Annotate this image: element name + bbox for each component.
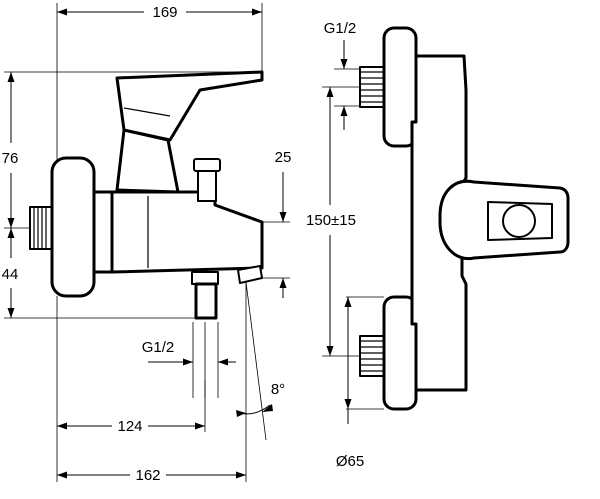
- dim-label-g12-front: G1/2: [324, 20, 357, 37]
- dim-label-76: 76: [2, 150, 19, 167]
- dimension-thread-side: G1/2: [142, 322, 236, 398]
- upper-inlet: [359, 26, 418, 148]
- dimension-spout-reach: 124: [56, 296, 206, 482]
- dim-label-g12-side: G1/2: [142, 339, 175, 356]
- dimension-spout-drop: 25: [262, 149, 291, 298]
- mixer-body: [92, 190, 264, 274]
- shower-outlet: [191, 271, 219, 320]
- dim-label-8deg: 8°: [271, 381, 285, 398]
- dim-label-169: 169: [152, 4, 177, 21]
- dim-label-162: 162: [135, 467, 160, 484]
- dimension-rosette-diameter: Ø65: [336, 296, 384, 470]
- front-lever: [438, 179, 570, 261]
- dimension-heights: 76 44: [0, 71, 262, 319]
- lower-inlet: [359, 295, 418, 411]
- inlet-thread: [29, 206, 53, 250]
- dimension-spout-angle: 8°: [236, 281, 285, 441]
- dim-label-44: 44: [2, 266, 19, 283]
- rosette: [50, 156, 96, 298]
- dimension-overall-depth: 162: [57, 440, 247, 484]
- front-view: G1/2: [300, 20, 570, 470]
- dimension-overall-width: 169: [56, 2, 263, 160]
- diverter-knob: [193, 158, 221, 202]
- side-view: 169 76 44: [0, 2, 291, 484]
- dim-label-124: 124: [117, 418, 142, 435]
- dim-label-d65: Ø65: [336, 453, 364, 470]
- lever-detail: [123, 107, 171, 117]
- dimension-center-distance: 150±15: [300, 86, 362, 357]
- dim-label-25: 25: [275, 149, 292, 166]
- dim-label-150: 150±15: [306, 212, 356, 229]
- lever-handle: [115, 70, 264, 142]
- lever-center-cap: [502, 204, 536, 238]
- spout-outlet: [237, 265, 263, 284]
- dimension-thread-front: G1/2: [324, 20, 360, 130]
